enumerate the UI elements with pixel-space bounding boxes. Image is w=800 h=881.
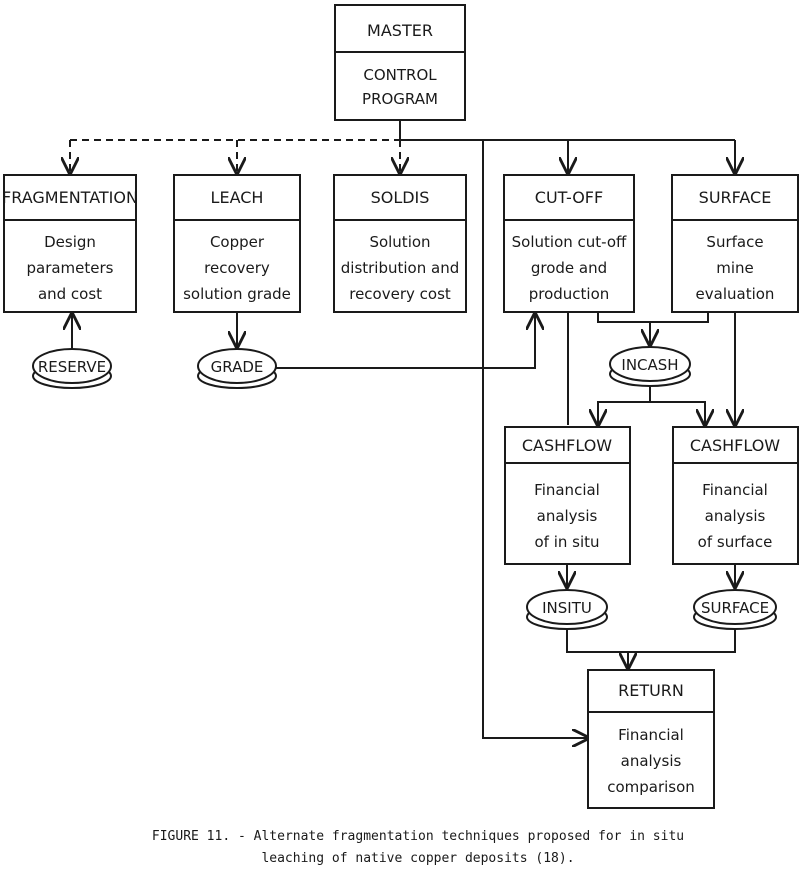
- fragmentation-body-line-1: Design: [44, 233, 96, 251]
- soldis-title: SOLDIS: [371, 188, 430, 207]
- surface-module: SURFACE Surface mine evaluation: [671, 174, 799, 313]
- cutoff-title: CUT-OFF: [535, 188, 603, 207]
- incash-file: INCASH: [609, 346, 691, 387]
- cutoff-body-line-1: Solution cut-off: [512, 233, 627, 251]
- cashflow-insitu-module: CASHFLOW Financial analysis of in situ: [504, 426, 631, 565]
- return-module: RETURN Financial analysis comparison: [587, 669, 715, 809]
- surface-title: SURFACE: [699, 188, 772, 207]
- surface-file-label: SURFACE: [701, 599, 769, 617]
- leach-body-line-3: solution grade: [183, 285, 291, 303]
- master-body-line-2: PROGRAM: [362, 90, 438, 108]
- soldis-module: SOLDIS Solution distribution and recover…: [333, 174, 467, 313]
- incash-to-cashflow-insitu-arrow: [598, 386, 651, 425]
- leach-body-line-1: Copper: [210, 233, 265, 251]
- master-connectors: [70, 120, 735, 738]
- fragmentation-body-line-2: parameters: [26, 259, 113, 277]
- return-body-line-3: comparison: [607, 778, 695, 796]
- surface-body-line-2: mine: [716, 259, 754, 277]
- cutoff-body-line-3: production: [529, 285, 610, 303]
- master-body-line-1: CONTROL: [363, 66, 437, 84]
- cashflow-surface-module: CASHFLOW Financial analysis of surface: [672, 426, 799, 565]
- cutoff-to-incash-arrow: [597, 312, 650, 345]
- master-title: MASTER: [367, 21, 433, 40]
- surface-body-line-1: Surface: [706, 233, 763, 251]
- figure-caption-line-1: FIGURE 11. - Alternate fragmentation tec…: [152, 829, 684, 844]
- leach-body-line-2: recovery: [204, 259, 270, 277]
- cashflow-surface-body-line-3: of surface: [698, 533, 773, 551]
- reserve-file: RESERVE: [32, 348, 112, 389]
- soldis-body-line-3: recovery cost: [349, 285, 451, 303]
- cutoff-module: CUT-OFF Solution cut-off grode and produ…: [503, 174, 635, 313]
- figure-caption-line-2: leaching of native copper deposits (18).: [261, 851, 574, 866]
- soldis-body-line-1: Solution: [369, 233, 430, 251]
- fragmentation-title: FRAGMENTATION: [2, 188, 138, 207]
- cashflow-surface-title: CASHFLOW: [690, 436, 780, 455]
- return-body-line-1: Financial: [618, 726, 684, 744]
- cashflow-insitu-title: CASHFLOW: [522, 436, 612, 455]
- leach-module: LEACH Copper recovery solution grade: [173, 174, 301, 313]
- incash-to-cashflow-surface-arrow: [650, 401, 705, 425]
- cashflow-surface-body-line-1: Financial: [702, 481, 768, 499]
- return-title: RETURN: [618, 681, 684, 700]
- cashflow-insitu-body-line-2: analysis: [537, 507, 598, 525]
- fragmentation-body-line-3: and cost: [38, 285, 102, 303]
- surface-body-line-3: evaluation: [696, 285, 775, 303]
- cashflow-surface-body-line-2: analysis: [705, 507, 766, 525]
- soldis-body-line-2: distribution and: [341, 259, 459, 277]
- cashflow-insitu-body-line-1: Financial: [534, 481, 600, 499]
- grade-to-cutoff-arrow: [276, 314, 535, 369]
- master-control-box: MASTER CONTROL PROGRAM: [334, 4, 466, 121]
- reserve-file-label: RESERVE: [38, 358, 106, 376]
- surface-to-return-line: [628, 629, 736, 653]
- leach-title: LEACH: [211, 188, 264, 207]
- return-body-line-2: analysis: [621, 752, 682, 770]
- cutoff-body-line-2: grode and: [531, 259, 607, 277]
- grade-file-label: GRADE: [211, 358, 264, 376]
- insitu-file-label: INSITU: [542, 599, 592, 617]
- fragmentation-module: FRAGMENTATION Design parameters and cost: [2, 174, 138, 313]
- insitu-to-return-arrow: [566, 629, 628, 668]
- surface-to-incash-line: [650, 312, 709, 323]
- surface-file: SURFACE: [693, 589, 777, 630]
- incash-file-label: INCASH: [621, 356, 678, 374]
- cashflow-insitu-body-line-3: of in situ: [534, 533, 599, 551]
- insitu-file: INSITU: [526, 589, 608, 630]
- grade-file: GRADE: [197, 348, 277, 389]
